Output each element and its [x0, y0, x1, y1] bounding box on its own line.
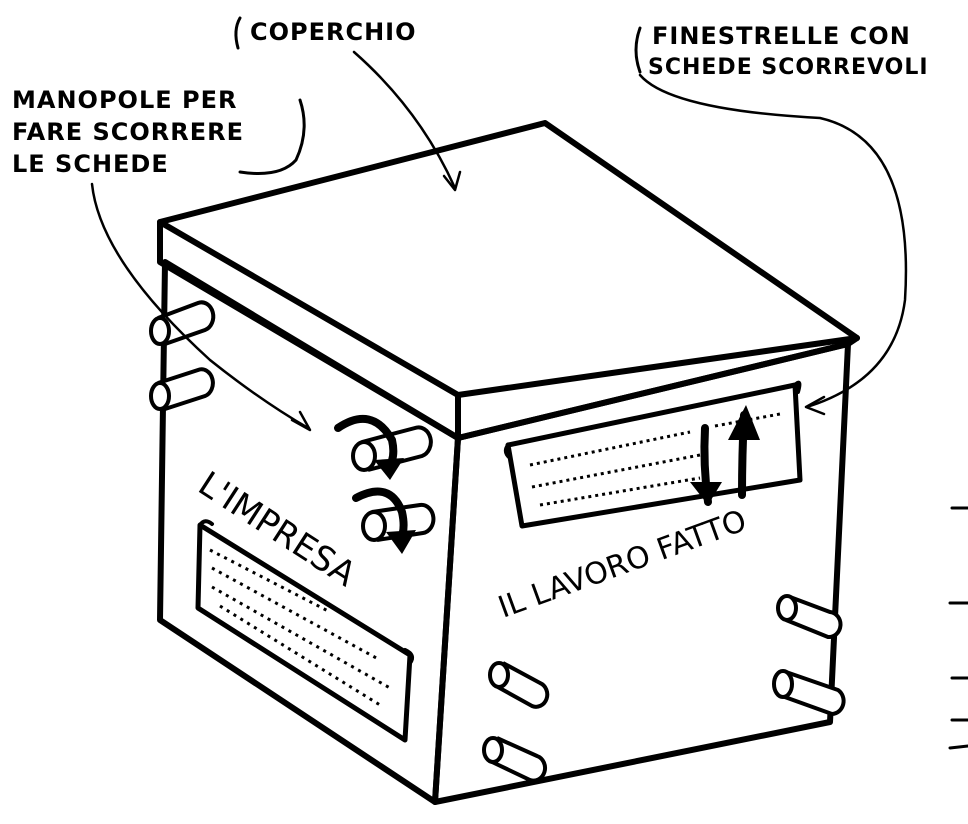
knob-right-upper — [776, 594, 843, 640]
knob-bottom-lower — [482, 736, 548, 783]
knobs-leader — [90, 182, 310, 430]
leader-lines — [90, 50, 908, 432]
lid-top-face — [157, 120, 860, 398]
ground-marks — [948, 506, 968, 750]
knob-bottom-upper — [488, 661, 550, 709]
windows-leader — [638, 73, 908, 408]
card-up-arrowhead — [728, 405, 760, 440]
callout-knobs-line2: FARE SCORRERE — [12, 118, 244, 146]
knob-rotation-arrows — [334, 415, 416, 554]
lid-left-edge — [157, 219, 461, 441]
callout-lid-label: COPERCHIO — [250, 18, 417, 46]
left-face-window — [195, 519, 415, 743]
right-window-card-marks — [529, 412, 781, 507]
knob-right-lower — [772, 669, 846, 717]
right-face-title: IL LAVORO FATTO — [494, 503, 751, 625]
callout-windows-line1: FINESTRELLE CON — [652, 22, 911, 50]
callout-knobs-line3: LE SCHEDE — [12, 150, 169, 178]
lid-right-edge — [455, 335, 860, 441]
card-down-arrowhead — [690, 482, 722, 505]
knobs — [149, 300, 846, 783]
lid — [157, 120, 860, 441]
knob-left-upper — [149, 300, 216, 346]
callout-knobs-line1: MANOPOLE PER — [12, 86, 237, 114]
callout-windows-line2: SCHEDE SCORREVOLI — [648, 55, 929, 80]
knob-left-lower — [149, 367, 215, 411]
right-face-window — [503, 380, 803, 529]
left-window-card-marks — [209, 548, 391, 707]
lid-leader — [352, 50, 457, 190]
